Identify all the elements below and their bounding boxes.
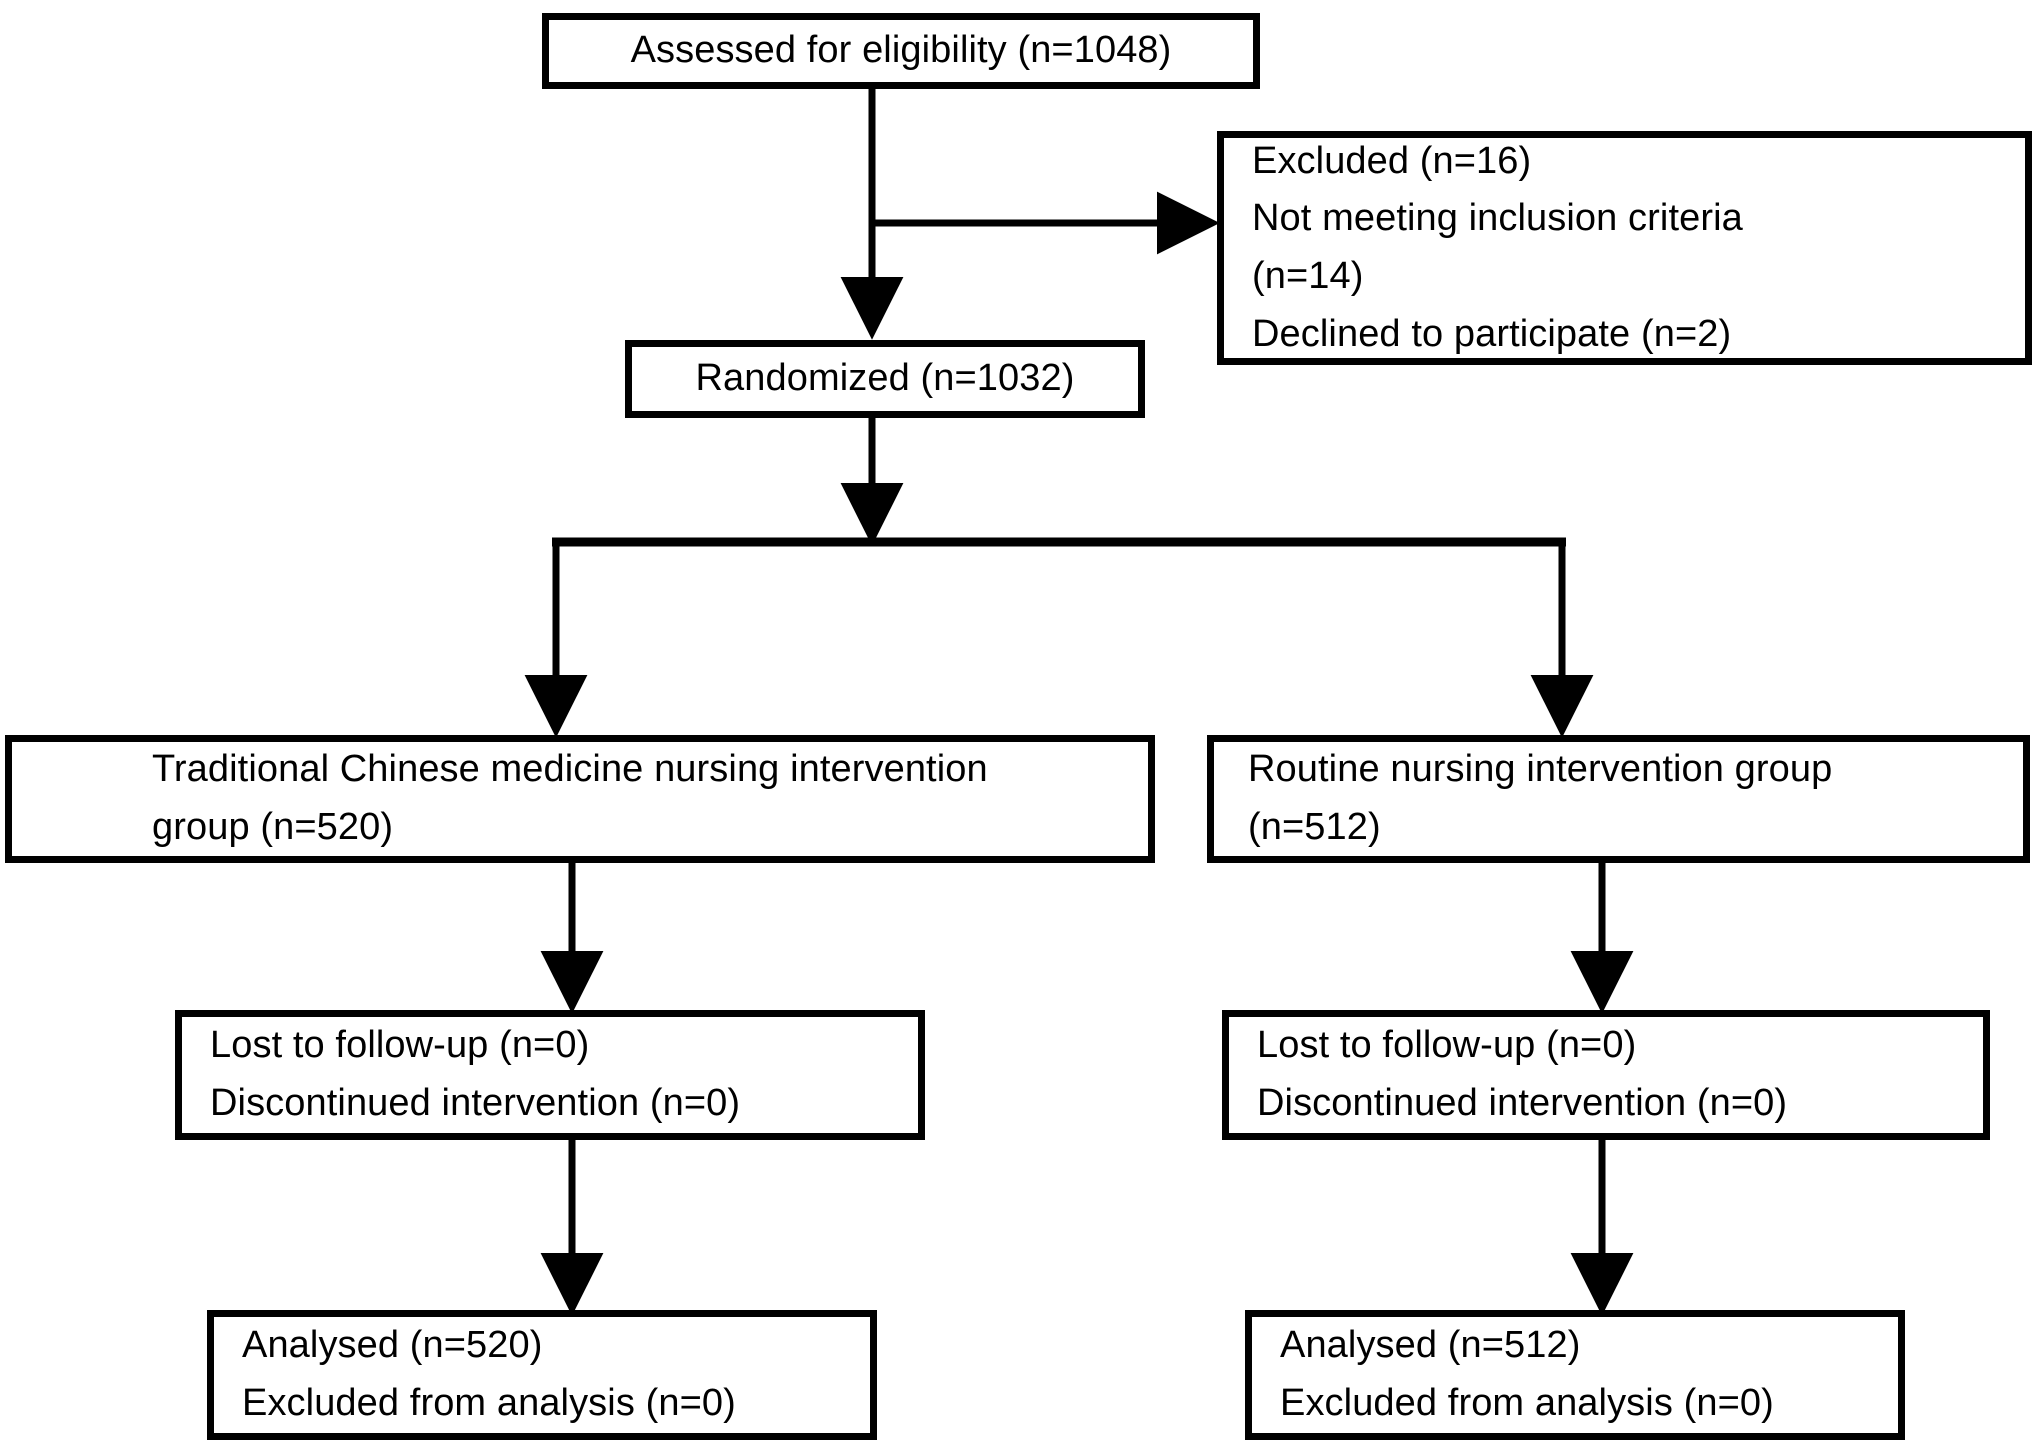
followup-right-line-1: Lost to follow-up (n=0) [1257, 1024, 1637, 1067]
node-follow-up-routine: Lost to follow-up (n=0) Discontinued int… [1222, 1010, 1990, 1140]
node-follow-up-tcm: Lost to follow-up (n=0) Discontinued int… [175, 1010, 925, 1140]
node-randomized: Randomized (n=1032) [625, 340, 1145, 418]
node-excluded: Excluded (n=16) Not meeting inclusion cr… [1217, 131, 2032, 365]
followup-right-line-2: Discontinued intervention (n=0) [1257, 1082, 1788, 1124]
routine-group-line-1: Routine nursing intervention group [1248, 748, 1833, 791]
node-tcm-nursing-intervention-group: Traditional Chinese medicine nursing int… [5, 735, 1155, 863]
tcm-group-line-2: group (n=520) [152, 806, 394, 848]
excluded-line-2: Not meeting inclusion criteria [1252, 197, 1743, 240]
excluded-line-4: Declined to participate (n=2) [1252, 312, 1732, 355]
tcm-group-line-1: Traditional Chinese medicine nursing int… [152, 748, 988, 791]
node-analysis-routine: Analysed (n=512) Excluded from analysis … [1245, 1310, 1905, 1440]
node-routine-nursing-intervention-group: Routine nursing intervention group (n=51… [1207, 735, 2030, 863]
excluded-line-1: Excluded (n=16) [1252, 139, 1532, 182]
excluded-line-3: (n=14) [1252, 255, 1364, 297]
analysis-right-line-2: Excluded from analysis (n=0) [1280, 1382, 1774, 1424]
randomized-line-1: Randomized (n=1032) [695, 357, 1075, 400]
followup-left-line-2: Discontinued intervention (n=0) [210, 1082, 741, 1124]
node-assessed-for-eligibility: Assessed for eligibility (n=1048) [542, 13, 1260, 89]
assessed-line-1: Assessed for eligibility (n=1048) [630, 29, 1172, 72]
analysis-left-line-2: Excluded from analysis (n=0) [242, 1382, 736, 1424]
analysis-left-line-1: Analysed (n=520) [242, 1324, 543, 1367]
routine-group-line-2: (n=512) [1248, 806, 1381, 848]
node-analysis-tcm: Analysed (n=520) Excluded from analysis … [207, 1310, 877, 1440]
analysis-right-line-1: Analysed (n=512) [1280, 1324, 1581, 1367]
followup-left-line-1: Lost to follow-up (n=0) [210, 1024, 590, 1067]
